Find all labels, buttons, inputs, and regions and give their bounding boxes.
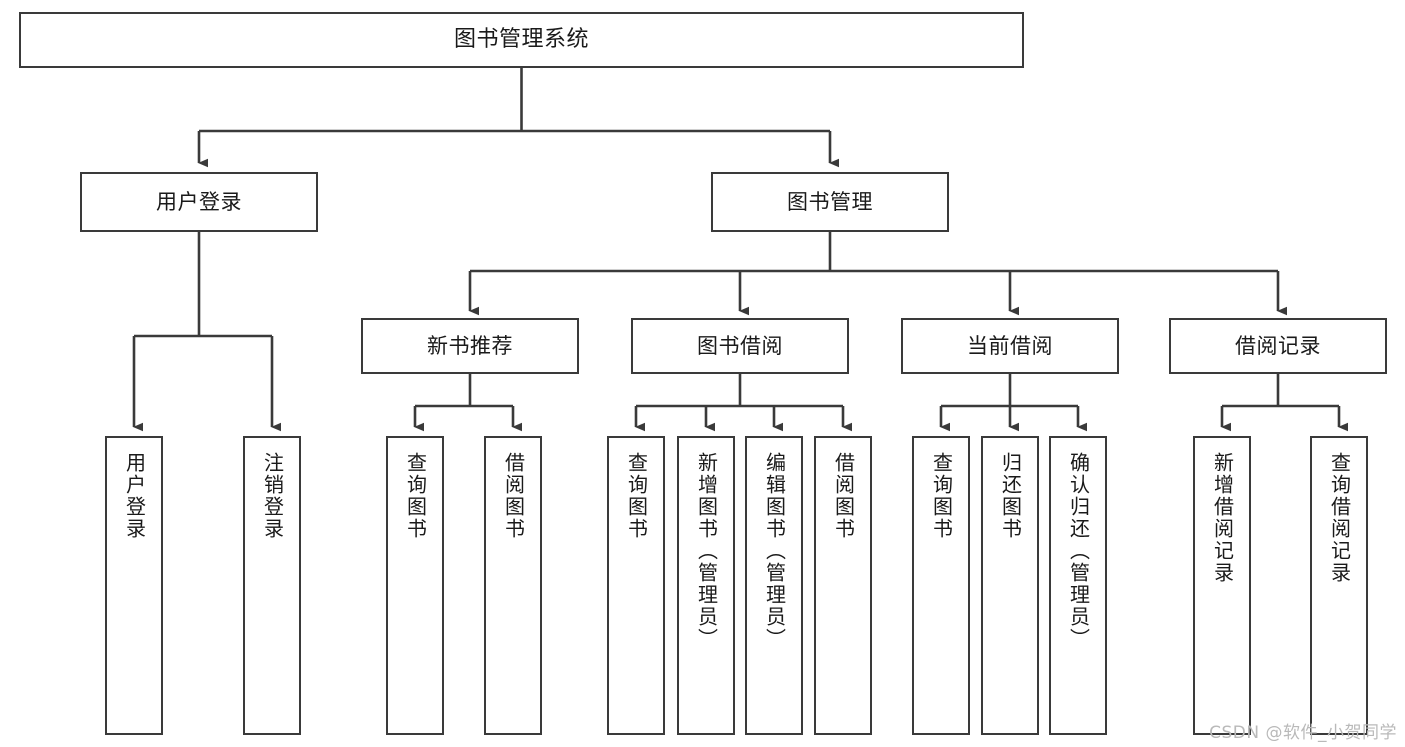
node-leaf-logout-login-label: 注销登录: [260, 452, 285, 540]
node-leaf-add-book-label: 新增图书（管理员）: [694, 452, 719, 650]
node-leaf-borrow-book-1[interactable]: 借阅图书: [484, 436, 542, 735]
node-leaf-user-login-label: 用户登录: [122, 452, 147, 540]
node-leaf-query-book-2[interactable]: 查询图书: [607, 436, 665, 735]
node-current-borrow[interactable]: 当前借阅: [901, 318, 1119, 374]
node-borrow-record[interactable]: 借阅记录: [1169, 318, 1387, 374]
node-leaf-borrow-book-2-label: 借阅图书: [831, 452, 856, 540]
node-book-borrow-label: 图书借阅: [697, 333, 783, 358]
node-leaf-confirm-return[interactable]: 确认归还（管理员）: [1049, 436, 1107, 735]
node-user-login-label: 用户登录: [156, 189, 242, 214]
node-root-book-management-system[interactable]: 图书管理系统: [19, 12, 1024, 68]
node-leaf-borrow-book-1-label: 借阅图书: [501, 452, 526, 540]
node-leaf-add-book[interactable]: 新增图书（管理员）: [677, 436, 735, 735]
node-new-book-recommend[interactable]: 新书推荐: [361, 318, 579, 374]
node-leaf-query-record[interactable]: 查询借阅记录: [1310, 436, 1368, 735]
node-leaf-query-book-3-label: 查询图书: [929, 452, 954, 540]
node-leaf-user-login[interactable]: 用户登录: [105, 436, 163, 735]
node-leaf-confirm-return-label: 确认归还（管理员）: [1066, 452, 1091, 650]
node-leaf-borrow-book-2[interactable]: 借阅图书: [814, 436, 872, 735]
node-leaf-logout-login[interactable]: 注销登录: [243, 436, 301, 735]
node-leaf-return-book[interactable]: 归还图书: [981, 436, 1039, 735]
node-root-label: 图书管理系统: [453, 27, 589, 53]
node-leaf-query-book-1-label: 查询图书: [403, 452, 428, 540]
node-leaf-edit-book-label: 编辑图书（管理员）: [762, 452, 787, 650]
node-new-book-recommend-label: 新书推荐: [427, 333, 513, 358]
node-leaf-add-record-label: 新增借阅记录: [1210, 452, 1235, 584]
node-book-borrow[interactable]: 图书借阅: [631, 318, 849, 374]
node-current-borrow-label: 当前借阅: [967, 333, 1053, 358]
node-book-management[interactable]: 图书管理: [711, 172, 949, 232]
csdn-watermark: CSDN @软件_小贺同学: [1209, 723, 1397, 743]
node-leaf-return-book-label: 归还图书: [998, 452, 1023, 540]
node-borrow-record-label: 借阅记录: [1235, 333, 1321, 358]
node-leaf-query-record-label: 查询借阅记录: [1327, 452, 1352, 584]
node-leaf-query-book-3[interactable]: 查询图书: [912, 436, 970, 735]
node-leaf-query-book-1[interactable]: 查询图书: [386, 436, 444, 735]
node-leaf-add-record[interactable]: 新增借阅记录: [1193, 436, 1251, 735]
node-user-login[interactable]: 用户登录: [80, 172, 318, 232]
node-leaf-edit-book[interactable]: 编辑图书（管理员）: [745, 436, 803, 735]
node-leaf-query-book-2-label: 查询图书: [624, 452, 649, 540]
node-book-management-label: 图书管理: [787, 189, 873, 214]
